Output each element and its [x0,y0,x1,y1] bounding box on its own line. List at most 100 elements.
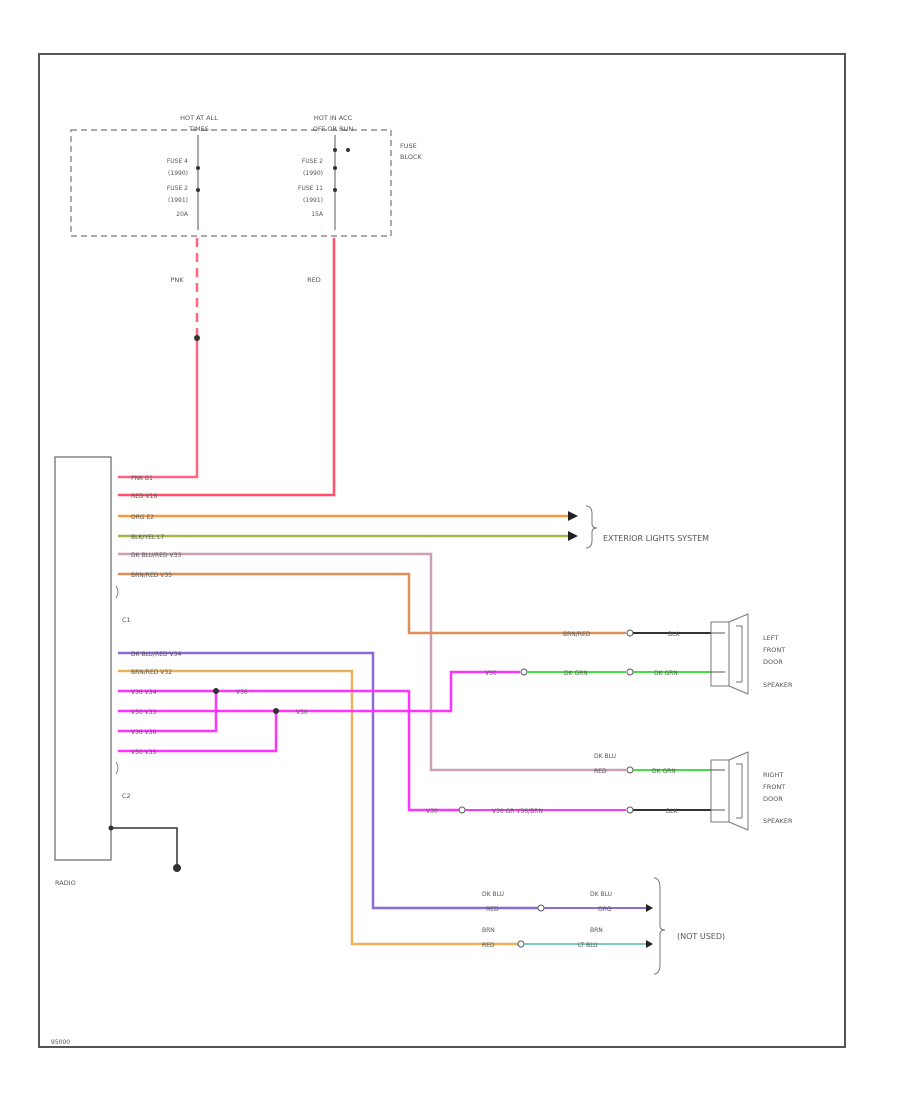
fuse-left-text: (1991) [168,197,188,204]
arrow-right-icon [646,940,653,948]
wire-color-label: LT BLU [578,942,598,949]
wire-color-label: RED [594,768,607,775]
connector-pin [520,668,528,676]
connector-pin [517,940,525,948]
fuse-right-text: (1990) [303,170,323,177]
c2-wire-label: V30 V34 [131,689,157,696]
wire-red-feed [118,238,336,497]
right-speaker-label: SPEAKER [763,817,793,825]
fuse-right-text: FUSE 2 [302,158,323,165]
c1-wire-label: DK BLU/RED V33 [131,552,181,559]
connector-pin [626,668,634,676]
connector-pin [537,904,545,912]
fuse-left-text: FUSE 4 [167,158,188,165]
connector-pin [626,806,634,814]
exterior-lights-label: EXTERIOR LIGHTS SYSTEM [603,534,709,543]
right-speaker-icon [710,751,749,831]
feed-left-text: HOT AT ALL [180,114,218,122]
connector-c1-bracket [115,585,119,599]
feed-left-text: TIMES [188,125,209,133]
wire-pnk-feed [118,338,199,479]
splice-dot [273,708,279,714]
wire-color-label: BRN/RED [563,631,591,638]
fuse-left-text: 20A [176,211,189,218]
fuse-block-label: BLOCK [400,153,423,161]
wire-v30-v36 [118,691,218,733]
fuse-terminal [333,166,337,170]
connector-pin [626,629,634,637]
diagram-code: 95000 [51,1039,70,1046]
c2-wire-label: V30 V33 [131,709,157,716]
arrow-right-icon [646,904,653,912]
c2-wire-label: DK BLU/RED V34 [131,651,181,658]
left-speaker-label: DOOR [763,658,783,666]
connector-c1-label: C1 [122,616,131,624]
c2-wire-label: BRN/RED V32 [131,669,172,676]
fuse-block-box [70,129,392,237]
radio-unit [54,456,112,861]
fuse-right-text: (1991) [303,197,323,204]
c1-wire-label: BRN/RED V35 [131,572,172,579]
splice-dot [213,688,219,694]
fuse-terminal [196,188,200,192]
wire-dk-blu-red-v33 [118,552,626,772]
wire-color-label: BRN [590,927,603,934]
wire-color-label: ORG [598,906,612,913]
wire-color-label: V30 [485,670,497,677]
right-speaker-label: RIGHT [763,771,783,779]
diagram-frame [38,53,846,1048]
right-speaker-label: DOOR [763,795,783,803]
splice-label: V30 [296,709,308,716]
wire-color-label: BLK [666,808,678,815]
radio-label: RADIO [55,879,76,887]
left-speaker-label: SPEAKER [763,681,793,689]
connector-pin [458,806,466,814]
brace-icon [653,877,666,975]
wire-dk-blu-red-v34 [118,651,538,910]
fuse-left-text: (1990) [168,170,188,177]
connector-pin [626,766,634,774]
wire-color-label: RED [482,942,495,949]
wire-brn-red-v35 [118,572,626,635]
left-speaker-label: LEFT [763,634,778,642]
wire-color-label: DK BLU [594,753,616,760]
arrow-right-icon [568,511,578,521]
connector-c2-bracket [115,761,119,775]
wire-color-label: V30 [426,808,438,815]
wire-color-label: PNK [170,276,184,284]
fuse-block-label: FUSE [400,142,417,150]
feed-right-text: OFF OR RUN [313,125,354,133]
wire-v30-v34 [118,689,459,812]
wire-color-label: DK BLU [590,891,612,898]
arrow-right-icon [568,531,578,541]
wire-color-label: DK GRN [564,670,588,677]
c1-wire-label: RED V16 [131,493,157,500]
wire-v30-v35 [118,711,278,753]
fuse-right-text: 15A [311,211,324,218]
c1-wire-label: BLK/YEL L7 [131,534,164,541]
wire-color-label: DK GRN [654,670,678,677]
fuse-right-text: FUSE 11 [298,185,323,192]
connector-dot [108,825,114,831]
wire-v30-v33 [118,670,520,713]
left-speaker-icon [710,613,749,695]
wire-color-label: DK BLU [482,891,504,898]
c1-wire-label: PNK B1 [131,475,153,482]
fuse-terminal [333,188,337,192]
fuse-terminal [333,148,337,152]
connector-dot [194,335,200,341]
wire-color-label: RED [486,906,499,913]
not-used-label: (NOT USED) [677,932,725,941]
right-speaker-label: FRONT [763,783,785,791]
wire-color-label: DK GRN [652,768,676,775]
wire-color-label: RED [307,276,321,284]
brace-icon [585,505,598,549]
fuse-left-text: FUSE 2 [167,185,188,192]
left-speaker-label: FRONT [763,646,785,654]
wire-color-label: BRN [482,927,495,934]
feed-right-text: HOT IN ACC [314,114,353,122]
c1-wire-label: ORG E2 [131,514,154,521]
fuse-terminal [196,166,200,170]
fuse-terminal [346,148,350,152]
